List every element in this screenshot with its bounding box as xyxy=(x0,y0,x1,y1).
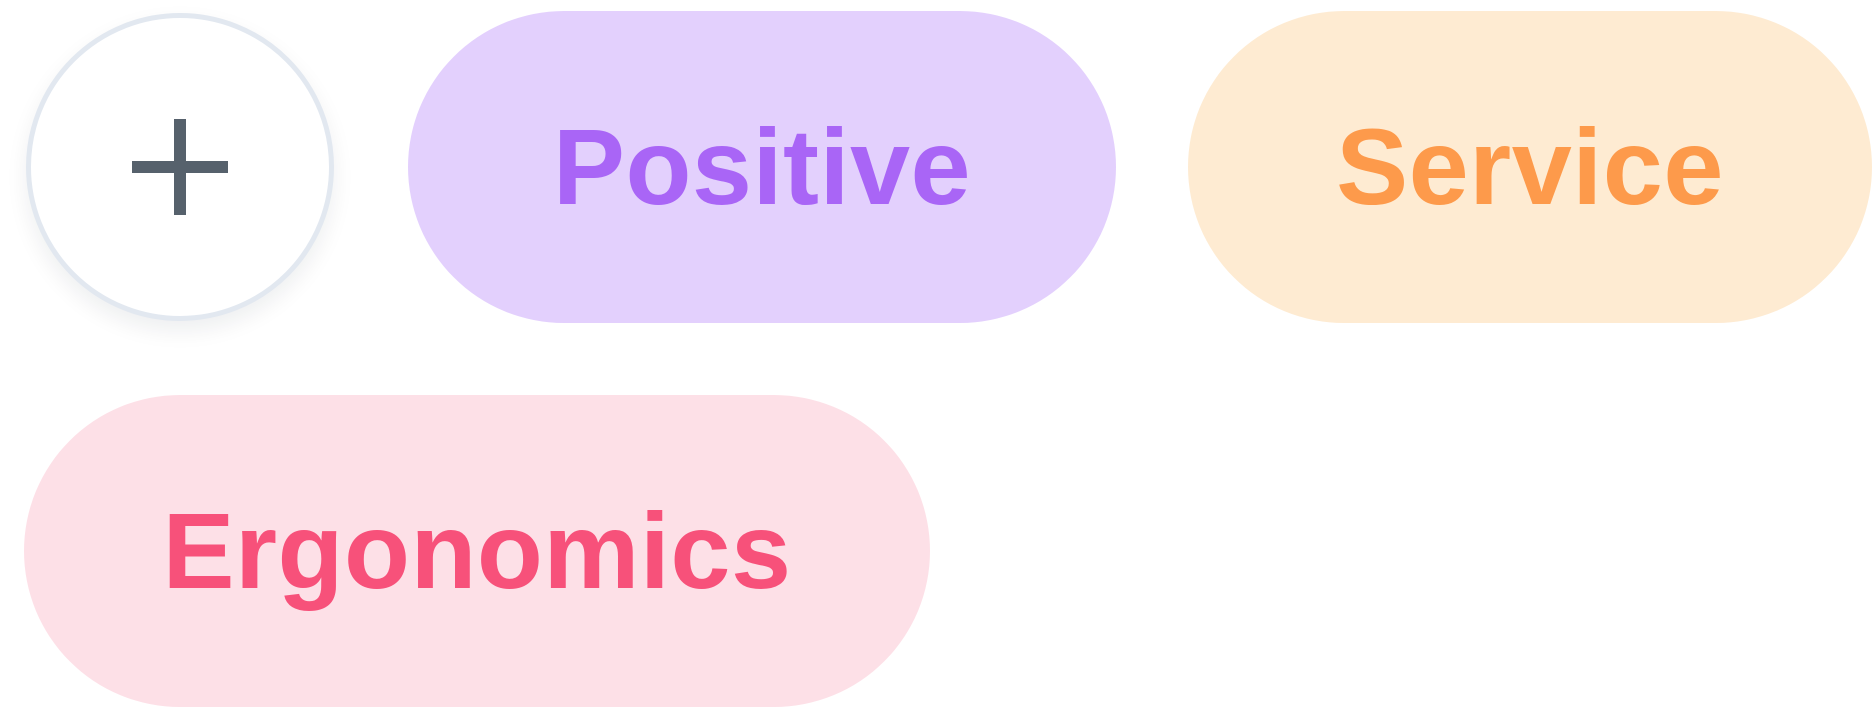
tag-positive[interactable]: Positive xyxy=(408,11,1116,323)
add-tag-button[interactable] xyxy=(26,13,334,321)
tag-label: Service xyxy=(1336,106,1724,227)
tag-service[interactable]: Service xyxy=(1188,11,1872,323)
tag-label: Ergonomics xyxy=(162,490,792,611)
tag-label: Positive xyxy=(552,106,972,227)
tag-ergonomics[interactable]: Ergonomics xyxy=(24,395,930,707)
plus-icon xyxy=(132,119,228,215)
